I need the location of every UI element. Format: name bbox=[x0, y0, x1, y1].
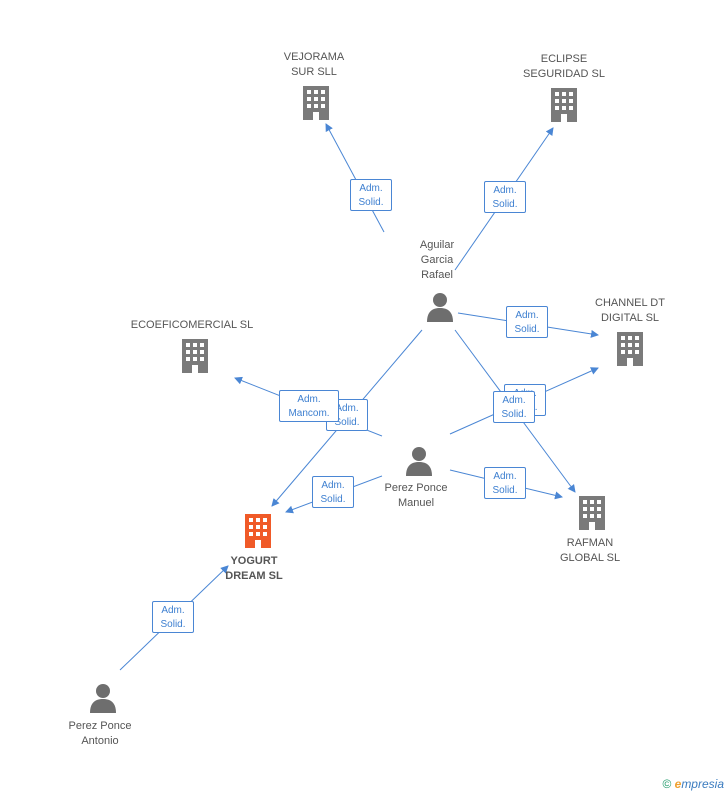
relation-tag-manuel-yogurt[interactable]: Adm. Solid. bbox=[312, 476, 354, 508]
company-vejorama-label: VEJORAMA SUR SLL bbox=[283, 51, 345, 78]
building-icon bbox=[579, 496, 605, 530]
relation-tag-aguilar-channel[interactable]: Adm. Solid. bbox=[506, 306, 548, 338]
relation-tag-antonio-yogurt[interactable]: Adm. Solid. bbox=[152, 601, 194, 633]
brand-e-letter: e bbox=[674, 777, 682, 791]
company-channel-node[interactable] bbox=[614, 332, 646, 371]
person-antonio-label: Perez Ponce Antonio bbox=[68, 720, 132, 747]
company-eclipse-node[interactable] bbox=[548, 88, 580, 127]
company-yogurt-label: YOGURT DREAM SL bbox=[225, 555, 283, 582]
person-antonio-node[interactable] bbox=[88, 683, 118, 718]
person-aguilar-node[interactable] bbox=[425, 292, 455, 327]
relation-tag-aguilar-vejorama[interactable]: Adm. Solid. bbox=[350, 179, 392, 211]
company-ecoeficomercial-label: ECOEFICOMERCIAL SL bbox=[130, 319, 254, 331]
building-icon bbox=[617, 332, 643, 366]
person-icon bbox=[90, 684, 116, 713]
company-ecoeficomercial-node[interactable] bbox=[179, 339, 211, 378]
relation-tag-aguilar-eclipse[interactable]: Adm. Solid. bbox=[484, 181, 526, 213]
person-manuel-label: Perez Ponce Manuel bbox=[384, 482, 448, 509]
brand-name: mpresia bbox=[681, 777, 724, 791]
company-eclipse-label: ECLIPSE SEGURIDAD SL bbox=[523, 53, 605, 80]
relation-tag-manuel-channel[interactable]: Adm. Solid. bbox=[493, 391, 535, 423]
building-icon bbox=[182, 339, 208, 373]
relation-tag-manuel-rafman[interactable]: Adm. Solid. bbox=[484, 467, 526, 499]
empresia-logo: © empresia bbox=[662, 777, 724, 791]
copyright-symbol: © bbox=[662, 777, 672, 791]
person-manuel-node[interactable] bbox=[404, 446, 434, 481]
company-rafman-label: RAFMAN GLOBAL SL bbox=[559, 537, 621, 564]
edge-aguilar-vejorama bbox=[325, 123, 385, 233]
company-rafman-node[interactable] bbox=[576, 496, 608, 535]
relation-tag-manuel-ecoeficomercial[interactable]: Adm. Mancom. bbox=[279, 390, 339, 422]
building-icon bbox=[303, 86, 329, 120]
building-icon bbox=[551, 88, 577, 122]
company-channel-label: CHANNEL DT DIGITAL SL bbox=[595, 297, 665, 324]
building-icon bbox=[245, 514, 271, 548]
company-yogurt-node[interactable] bbox=[242, 514, 274, 553]
person-icon bbox=[406, 447, 432, 476]
person-aguilar-label: Aguilar Garcia Rafael bbox=[419, 239, 455, 281]
person-icon bbox=[427, 293, 453, 322]
